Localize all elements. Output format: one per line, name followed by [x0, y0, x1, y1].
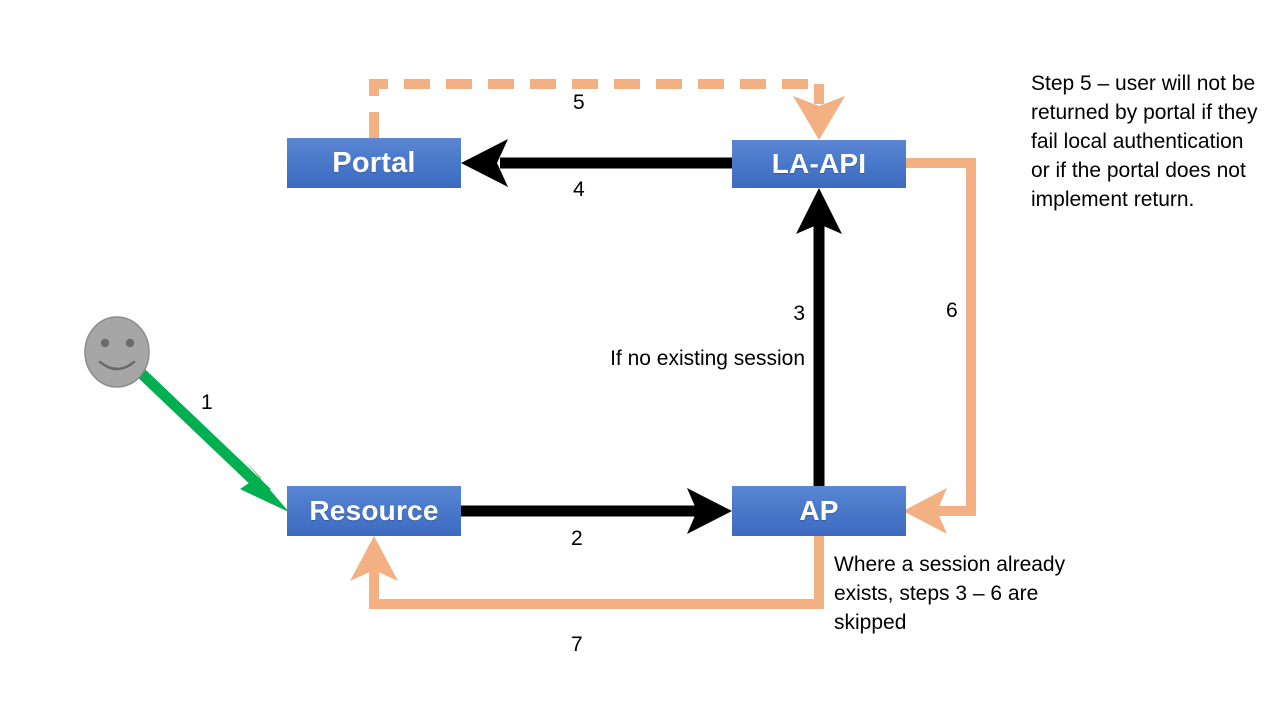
- edge-1-user-to-resource: [136, 368, 289, 512]
- edge-5-portal-to-laapi: [369, 79, 845, 140]
- step-label-6: 6: [946, 299, 958, 322]
- edge-2-resource-to-ap: [461, 488, 732, 534]
- smile-icon: [98, 360, 136, 371]
- right-eye-icon: [125, 338, 135, 348]
- edge-7-ap-to-resource: [350, 536, 824, 609]
- user-avatar: [84, 316, 150, 388]
- edge-6-laapi-to-ap: [903, 158, 976, 534]
- edge-3-ap-to-laapi: [796, 188, 842, 486]
- node-resource[interactable]: Resource: [287, 486, 461, 536]
- step-label-4: 4: [573, 178, 585, 201]
- step-label-5: 5: [573, 91, 585, 114]
- step-label-3: 3: [793, 302, 805, 325]
- step-label-2: 2: [571, 527, 583, 550]
- step-5-note: Step 5 – user will not be returned by po…: [1031, 72, 1258, 211]
- existing-session-note: Where a session already exists, steps 3 …: [834, 553, 1066, 634]
- step-3-condition-note: If no existing session: [610, 346, 805, 370]
- left-eye-icon: [100, 338, 110, 348]
- step-label-7: 7: [571, 633, 583, 656]
- node-ap[interactable]: AP: [732, 486, 906, 536]
- step-label-1: 1: [201, 391, 213, 414]
- node-la-api[interactable]: LA-API: [732, 140, 906, 188]
- node-portal[interactable]: Portal: [287, 138, 461, 188]
- edge-4-laapi-to-portal: [461, 139, 732, 187]
- step-3-label-group: 3 If no existing session: [600, 300, 805, 374]
